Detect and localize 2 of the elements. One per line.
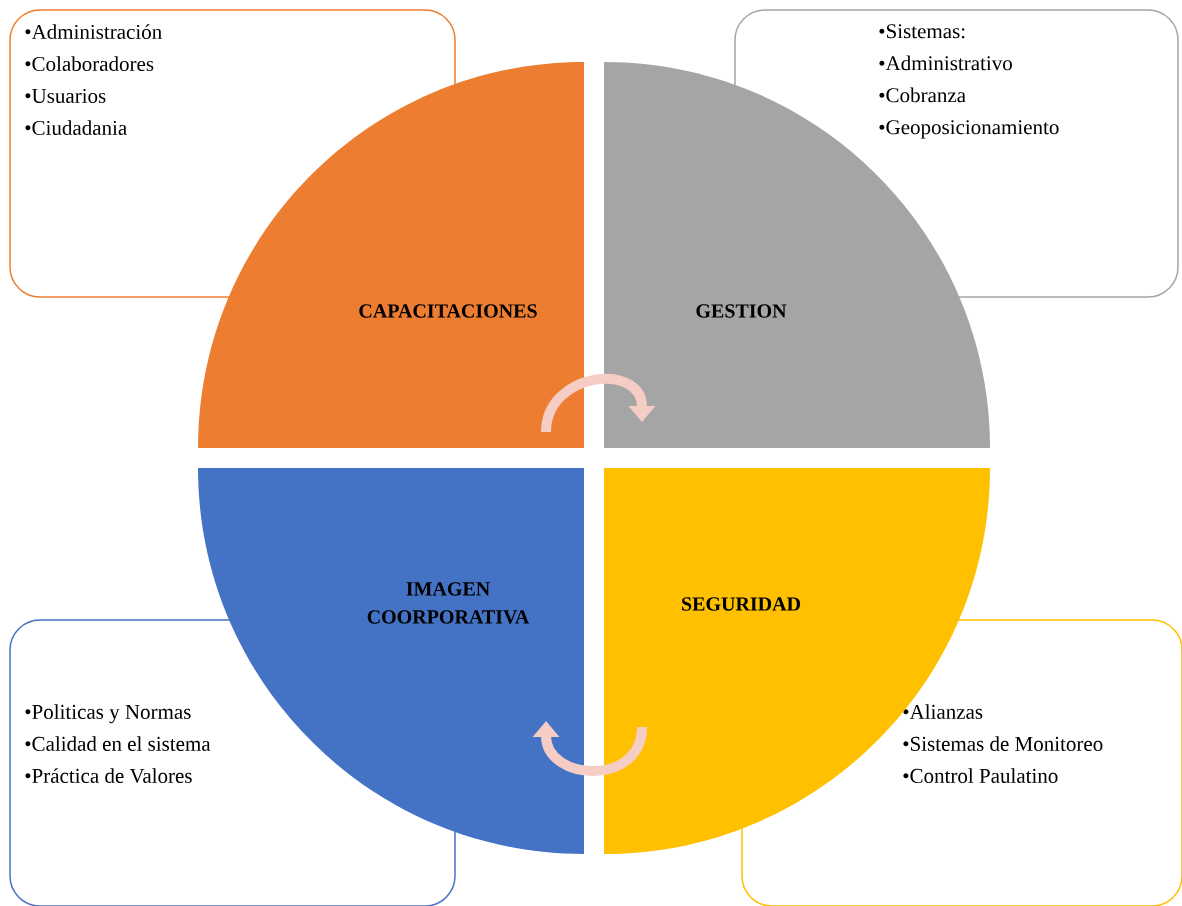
cycle-arrow [541, 373, 656, 433]
quadrant: CAPACITACIONES [198, 62, 584, 448]
